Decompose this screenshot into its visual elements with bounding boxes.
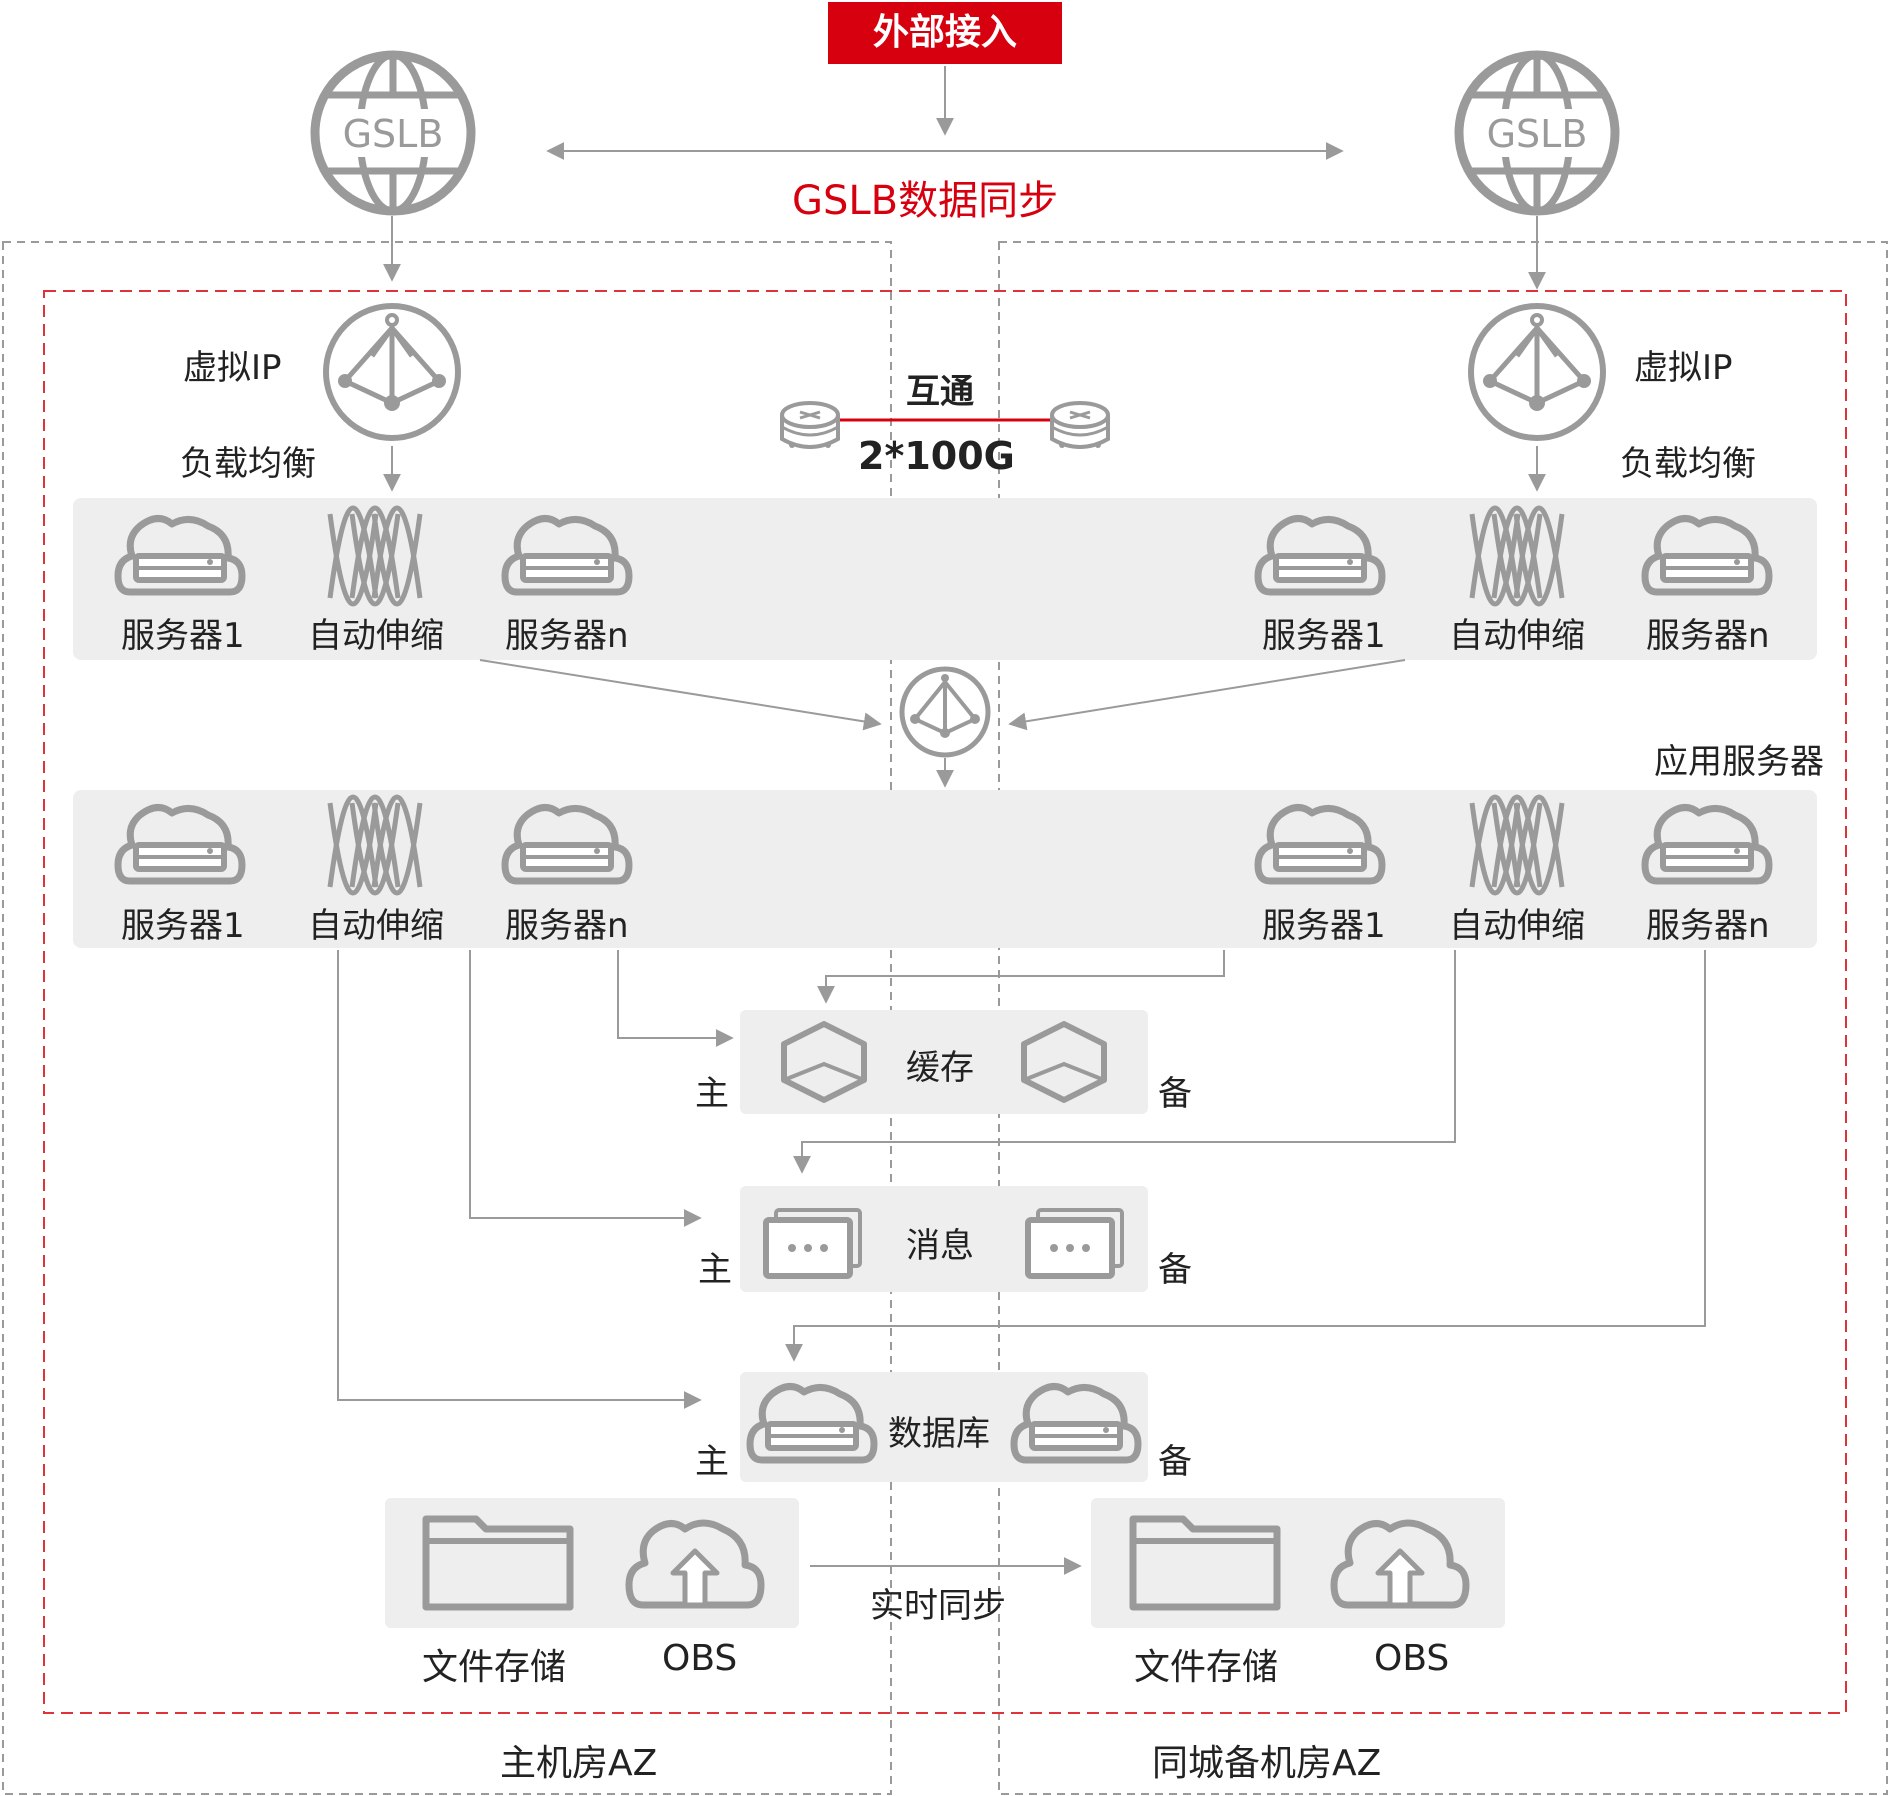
app-server-1-label-standby: 服务器1: [1262, 906, 1386, 946]
database-primary-label: 主: [695, 1442, 729, 1482]
router-icon-left: [780, 401, 840, 450]
web-server-1-label: 服务器1: [121, 616, 245, 656]
primary-to-message-arrow: [469, 950, 702, 1227]
interconnect-title: 互通: [906, 372, 974, 412]
app-server-label: 应用服务器: [1654, 742, 1824, 782]
message-icon-standby: [1028, 1210, 1122, 1276]
primary-to-cache-arrow: [617, 950, 734, 1047]
gslb-sync-label: GSLB数据同步: [792, 178, 1059, 224]
primary-to-database-arrow: [337, 950, 702, 1409]
web-left-to-app-lb-arrow: [479, 659, 882, 731]
app-autoscale-label: 自动伸缩: [308, 906, 444, 946]
database-standby-label: 备: [1158, 1442, 1192, 1482]
web-server-1-label-standby: 服务器1: [1262, 616, 1386, 656]
message-icon-primary: [766, 1210, 860, 1276]
obs-label-standby: OBS: [1374, 1638, 1450, 1679]
app-autoscale-label-standby: 自动伸缩: [1449, 906, 1585, 946]
realtime-sync-label: 实时同步: [870, 1586, 1006, 1626]
cache-standby-label: 备: [1158, 1074, 1192, 1114]
database-label: 数据库: [888, 1414, 990, 1454]
database-panel: [740, 1372, 1148, 1482]
vip-label-left: 虚拟IP: [183, 348, 282, 388]
web-autoscale-label-standby: 自动伸缩: [1449, 616, 1585, 656]
message-standby-label: 备: [1158, 1250, 1192, 1290]
app-load-balancer-icon: [902, 669, 988, 755]
web-server-n-label-standby: 服务器n: [1646, 616, 1770, 656]
cache-primary-label: 主: [695, 1074, 729, 1114]
file-storage-label-standby: 文件存储: [1134, 1647, 1279, 1688]
region-boundary: [43, 290, 1847, 1714]
file-storage-label-primary: 文件存储: [422, 1647, 567, 1688]
load-balancer-icon-left: [326, 306, 458, 438]
gslb-label-left: GSLB: [343, 112, 444, 156]
obs-label-primary: OBS: [662, 1638, 738, 1679]
web-tier-panel: [73, 498, 1817, 660]
gslb-label-right: GSLB: [1487, 112, 1588, 156]
app-server-1-label: 服务器1: [121, 906, 245, 946]
az-primary-name: 主机房AZ: [500, 1743, 658, 1784]
message-primary-label: 主: [698, 1250, 732, 1290]
az-primary-boundary: [2, 241, 892, 1795]
interconnect-bandwidth: 2*100G: [858, 434, 1015, 478]
standby-to-cache-arrow: [817, 950, 1225, 1004]
standby-to-database-arrow: [785, 950, 1706, 1362]
standby-to-message-arrow: [793, 950, 1456, 1174]
cache-label: 缓存: [906, 1048, 974, 1088]
web-server-n-label: 服务器n: [505, 616, 629, 656]
web-right-to-app-lb-arrow: [1008, 659, 1406, 731]
message-label: 消息: [906, 1226, 974, 1266]
app-server-n-label: 服务器n: [505, 906, 629, 946]
app-tier-panel: [73, 790, 1817, 948]
web-autoscale-label: 自动伸缩: [308, 616, 444, 656]
router-icon-right: [1050, 401, 1110, 450]
vip-label-right: 虚拟IP: [1634, 348, 1733, 388]
lb-label-left: 负载均衡: [180, 444, 316, 484]
load-balancer-icon-right: [1471, 306, 1603, 438]
external-access-banner: 外部接入: [828, 2, 1062, 64]
lb-label-right: 负载均衡: [1620, 444, 1756, 484]
az-standby-name: 同城备机房AZ: [1152, 1743, 1382, 1784]
app-server-n-label-standby: 服务器n: [1646, 906, 1770, 946]
